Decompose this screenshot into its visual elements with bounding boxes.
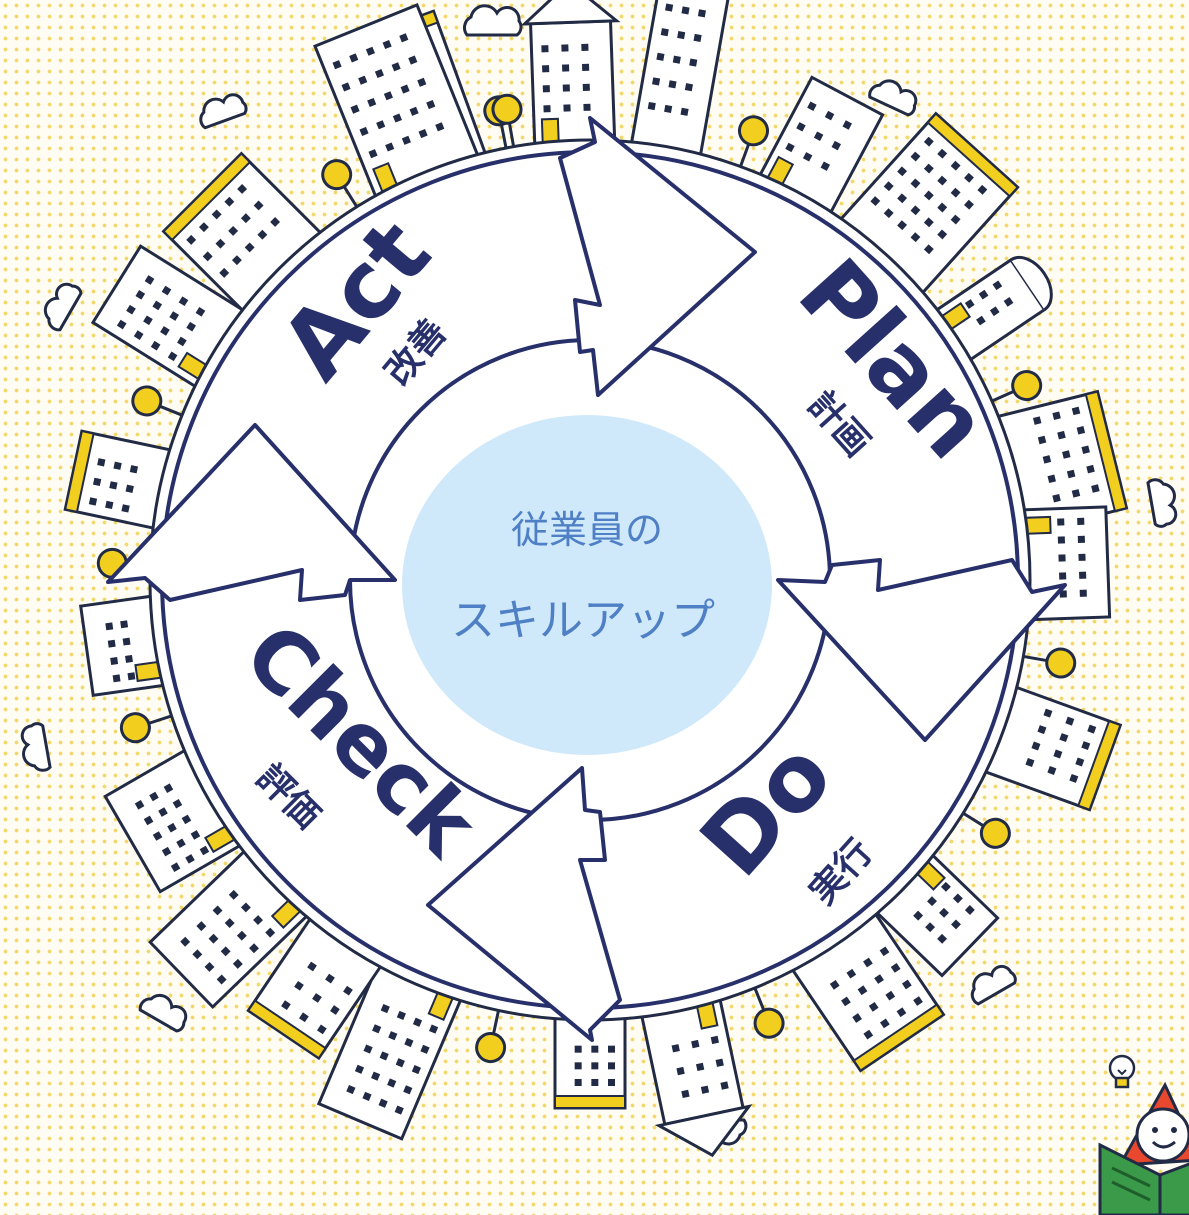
cloud-icon xyxy=(970,964,1017,1006)
lightbulb-icon xyxy=(1108,1054,1136,1089)
tree-icon xyxy=(1021,647,1077,679)
tree-icon xyxy=(321,159,360,210)
cloud-icon xyxy=(1146,478,1178,528)
building-icon xyxy=(316,954,467,1141)
arrow-check-to-act xyxy=(106,423,397,602)
cloud-icon xyxy=(138,993,188,1033)
center-title-line1: 従業員の xyxy=(511,508,663,552)
arrow-do-to-check xyxy=(426,766,622,1042)
cycle-arrows xyxy=(106,116,1067,1042)
tree-icon xyxy=(989,370,1043,404)
tree-icon xyxy=(475,1008,507,1064)
clouds xyxy=(20,4,1178,1146)
cloud-icon xyxy=(43,282,83,332)
building-icon xyxy=(628,0,736,167)
cloud-icon xyxy=(199,93,248,130)
tree-icon xyxy=(737,115,769,169)
cloud-icon xyxy=(463,4,523,37)
tree-icon xyxy=(752,985,785,1039)
center-bubble xyxy=(402,415,772,755)
arrow-plan-to-do xyxy=(776,558,1067,742)
mascot-reading-book xyxy=(1098,1054,1189,1215)
arrow-act-to-plan xyxy=(558,116,757,397)
building-icon xyxy=(553,1006,627,1110)
building-icon xyxy=(313,2,483,206)
tree-icon xyxy=(119,712,174,744)
cloud-icon xyxy=(868,79,918,117)
cloud-icon xyxy=(20,722,52,772)
tree-icon xyxy=(131,385,185,418)
building-icon xyxy=(753,75,885,223)
center-title-line2: スキルアップ xyxy=(451,595,715,646)
building-icon xyxy=(988,389,1129,537)
tree-icon xyxy=(960,810,1011,849)
tree-icon xyxy=(491,93,523,149)
building-icon xyxy=(78,593,175,697)
